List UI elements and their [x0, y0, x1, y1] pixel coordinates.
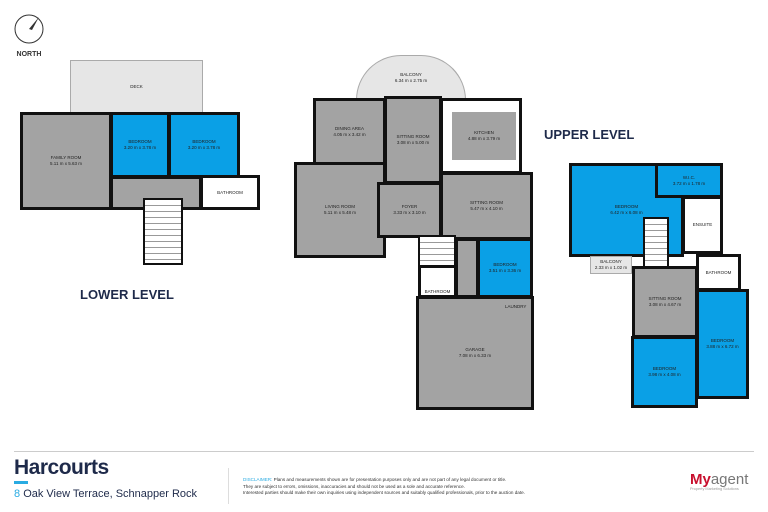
north-compass: NORTH	[12, 12, 46, 58]
room-deck: DECK	[70, 60, 203, 113]
lower-level-title: LOWER LEVEL	[80, 287, 174, 302]
myagent-logo: Myagent Property Marketing Solutions	[690, 471, 749, 491]
room-ensuite: ENSUITE	[682, 196, 723, 254]
property-address: 8 Oak View Terrace, Schnapper Rock	[14, 488, 198, 500]
footer-divider	[14, 451, 754, 452]
north-arrow-icon	[14, 14, 44, 44]
hallway	[455, 238, 479, 298]
footer-separator	[228, 468, 229, 504]
staircase	[418, 235, 456, 267]
room-bathroom: BATHROOM	[418, 265, 457, 298]
staircase	[643, 217, 669, 269]
north-label: NORTH	[16, 51, 42, 58]
laundry-label: LAUNDRY	[505, 304, 527, 309]
room-walk-in-closet: W.I.C.3.72 m x 1.78 m	[655, 163, 723, 198]
upper-level-title: UPPER LEVEL	[544, 127, 635, 142]
disclaimer: DISCLAIMER: Plans and measurements shown…	[243, 477, 525, 496]
harcourts-logo: Harcourts	[14, 456, 109, 484]
room-bathroom: BATHROOM	[200, 175, 260, 210]
staircase	[143, 198, 183, 265]
room-bathroom: BATHROOM	[696, 254, 741, 291]
